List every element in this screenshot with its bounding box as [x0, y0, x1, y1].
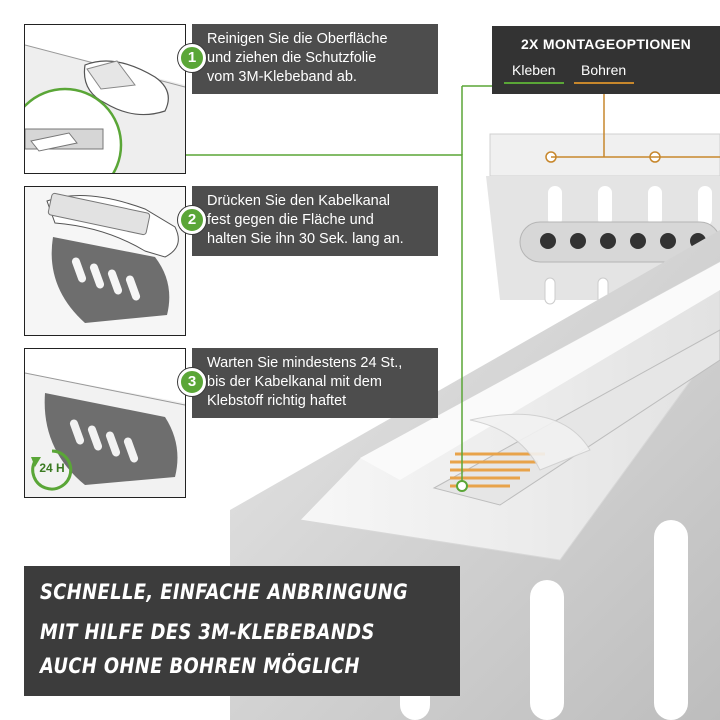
bohren-underline: [574, 82, 634, 84]
hand-icon: [83, 60, 169, 116]
slogan-line-1: SCHNELLE, EINFACHE ANBRINGUNG: [40, 580, 409, 604]
kleben-underline: [504, 82, 564, 84]
step-2-image: [24, 186, 186, 336]
timer-label: 24 H: [39, 461, 65, 475]
step-3-image: 24 H: [24, 348, 186, 498]
callout-lines: [110, 84, 720, 492]
option-bohren: Bohren: [581, 62, 627, 78]
option-kleben: Kleben: [512, 62, 556, 78]
slogan-line-3: AUCH OHNE BOHREN MÖGLICH: [40, 654, 360, 678]
hand-icon: [46, 192, 179, 258]
mounted-tray-top-right: [486, 133, 720, 305]
step-3-box: 3 Warten Sie mindestens 24 St., bis der …: [178, 348, 438, 418]
step-1-text: Reinigen Sie die Oberfläche und ziehen d…: [207, 31, 388, 85]
step-2-box: 2 Drücken Sie den Kabelkanal fest gegen …: [178, 186, 438, 256]
screw-hole-icon: [545, 151, 661, 163]
step-3-badge: 3: [178, 368, 206, 396]
power-strip-icon: [540, 233, 706, 249]
mounting-options-title: 2X MONTAGEOPTIONEN: [520, 36, 692, 52]
step-1-image: [24, 24, 186, 174]
step-2-badge: 2: [178, 206, 206, 234]
clock-arrow-icon: 24 H: [29, 447, 75, 493]
step-3-text: Warten Sie mindestens 24 St., bis der Ka…: [207, 355, 403, 409]
slogan-line-2: MIT HILFE DES 3M-KLEBEBANDS: [40, 620, 375, 644]
step-2-text: Drücken Sie den Kabelkanal fest gegen di…: [207, 193, 404, 247]
mounting-options-box: 2X MONTAGEOPTIONEN Kleben Bohren: [492, 26, 720, 94]
slogan-box: SCHNELLE, EINFACHE ANBRINGUNG MIT HILFE …: [24, 566, 460, 696]
step-1-badge: 1: [178, 44, 206, 72]
step-1-box: 1 Reinigen Sie die Oberfläche und ziehen…: [178, 24, 438, 94]
